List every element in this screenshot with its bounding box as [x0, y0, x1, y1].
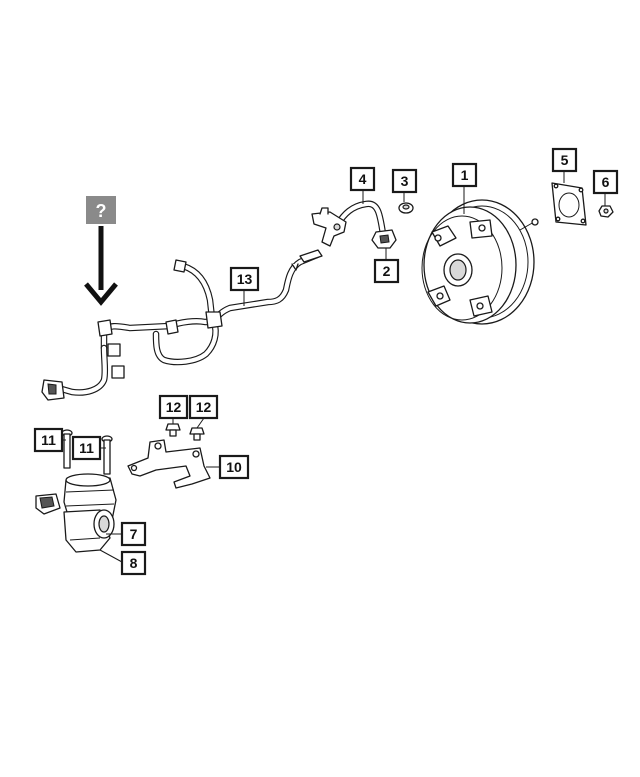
svg-text:11: 11 — [79, 440, 94, 456]
gasket — [551, 182, 587, 226]
vacuum-harness — [41, 249, 323, 401]
callout-10: 10 — [218, 454, 250, 480]
svg-text:3: 3 — [401, 173, 409, 189]
svg-text:2: 2 — [383, 263, 391, 279]
callout-8: 8 — [120, 550, 147, 576]
vacuum-hose — [311, 200, 387, 247]
svg-text:13: 13 — [237, 271, 253, 287]
svg-text:7: 7 — [130, 526, 138, 542]
callout-11-left: 11 — [33, 427, 64, 453]
svg-text:6: 6 — [602, 174, 610, 190]
vacuum-pump — [35, 473, 117, 553]
nut — [598, 205, 614, 218]
callout-12-left: 12 — [158, 394, 189, 420]
callout-12-right: 12 — [188, 394, 219, 420]
svg-text:12: 12 — [196, 399, 212, 415]
callout-7: 7 — [120, 521, 147, 547]
down-arrow-head — [84, 282, 118, 306]
callout-4: 4 — [349, 166, 376, 192]
callout-13: 13 — [229, 266, 260, 292]
callout-2: 2 — [373, 258, 400, 284]
unknown-part-label: ? — [96, 201, 107, 221]
bolt-right — [101, 435, 113, 475]
svg-text:10: 10 — [226, 459, 242, 475]
callout-6: 6 — [592, 169, 619, 195]
screw-left — [165, 423, 181, 437]
grommet — [398, 202, 414, 214]
svg-text:4: 4 — [359, 171, 367, 187]
svg-text:5: 5 — [561, 152, 569, 168]
bolt-left — [61, 429, 73, 469]
svg-text:11: 11 — [41, 432, 56, 448]
unknown-part-marker: ? — [84, 196, 118, 306]
vacuum-sensor — [371, 229, 397, 249]
brake-booster — [421, 199, 539, 325]
callout-11-right: 11 — [71, 435, 102, 461]
callout-3: 3 — [391, 168, 418, 194]
callout-1: 1 — [451, 162, 478, 188]
callout-5: 5 — [551, 147, 578, 173]
screw-right — [189, 427, 205, 441]
svg-text:12: 12 — [166, 399, 182, 415]
pump-bracket — [127, 439, 211, 489]
svg-text:8: 8 — [130, 555, 138, 571]
svg-text:1: 1 — [461, 167, 469, 183]
